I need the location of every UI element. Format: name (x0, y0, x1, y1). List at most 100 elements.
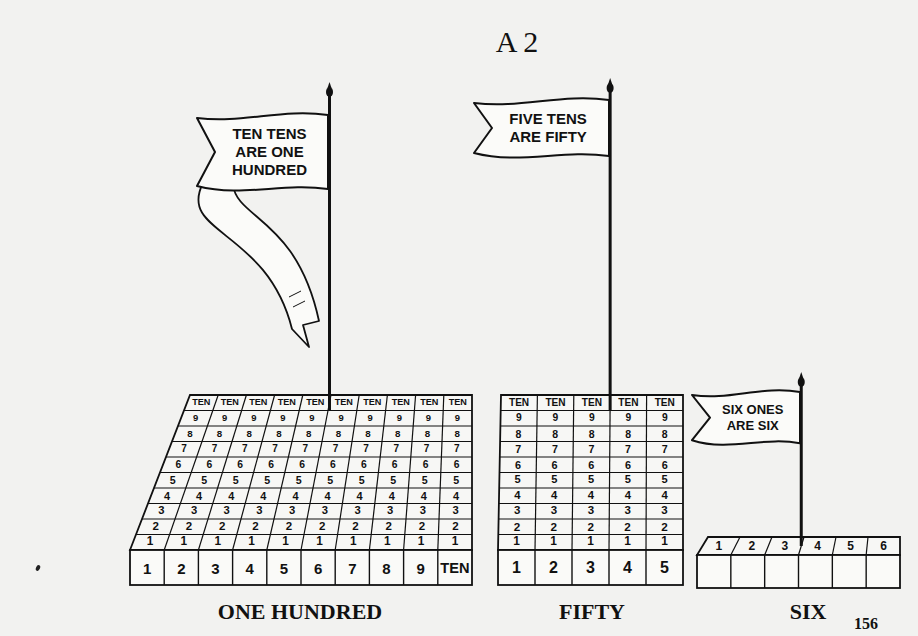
grid-number: 7 (454, 444, 460, 454)
grid-number: 9 (309, 414, 314, 423)
grid-number: 4 (325, 490, 331, 501)
grid-number: 4 (357, 490, 363, 501)
block-caption: SIX (790, 601, 827, 623)
grid-number: 4 (814, 540, 821, 552)
grid-line (832, 537, 836, 555)
grid-number: 6 (515, 459, 521, 470)
grid-number: 5 (390, 475, 396, 486)
grid-line (500, 425, 683, 426)
grid-number: 2 (386, 521, 392, 533)
grid-number: 8 (187, 429, 192, 439)
pole-tip (608, 78, 612, 84)
grid-number: 1 (587, 536, 594, 548)
grid-number: 8 (662, 429, 668, 440)
block-front (130, 550, 472, 585)
grid-number: 7 (552, 444, 558, 455)
grid-number: 2 (286, 521, 292, 533)
grid-number: TEN (221, 398, 239, 407)
grid-number: TEN (335, 398, 353, 407)
grid-number: 3 (191, 506, 197, 517)
grid-number: 6 (361, 460, 367, 470)
grid-number: 9 (338, 414, 343, 423)
grid-number: 2 (252, 521, 258, 533)
grid-number: 1 (350, 536, 357, 548)
grid-number: TEN (449, 398, 467, 407)
grid-line (865, 555, 866, 588)
grid-number: 9 (426, 414, 431, 423)
grid-number: 6 (662, 459, 668, 470)
grid-number: 5 (359, 475, 365, 486)
face-number: 9 (417, 560, 425, 575)
grid-number: 8 (247, 429, 252, 439)
grid-number: 6 (299, 460, 305, 470)
grid-number: 7 (662, 444, 668, 455)
grid-number: 5 (847, 540, 854, 552)
grid-number: 4 (421, 490, 427, 501)
grid-number: 3 (453, 506, 459, 517)
face-number: TEN (440, 560, 469, 575)
grid-line (499, 518, 683, 519)
grid-number: 1 (214, 536, 221, 548)
grid-number: 7 (363, 444, 369, 454)
grid-number: 6 (268, 460, 274, 470)
grid-number: 3 (420, 506, 426, 517)
grid-line (163, 550, 164, 585)
grid-number: 9 (552, 413, 558, 423)
grid-number: 4 (551, 490, 557, 501)
face-number: 2 (549, 560, 558, 576)
block-caption: FIFTY (559, 601, 625, 623)
grid-number: 1 (248, 536, 255, 548)
grid-number: TEN (582, 398, 602, 408)
grid-number: 3 (781, 540, 788, 552)
grid-number: 6 (588, 459, 594, 470)
grid-line (501, 410, 683, 411)
grid-number: 5 (327, 475, 333, 486)
grid-number: 3 (387, 506, 393, 517)
grid-number: 7 (333, 444, 339, 454)
flag-banner: SIX ONES ARE SIX (692, 392, 800, 443)
grid-line (498, 534, 683, 535)
grid-number: TEN (655, 398, 675, 408)
grid-number: 5 (453, 475, 459, 486)
grid-line (403, 550, 404, 585)
grid-line (148, 503, 472, 504)
grid-number: 9 (222, 414, 227, 423)
grid-number: 7 (515, 444, 521, 455)
grid-number: 3 (289, 506, 295, 517)
grid-number: TEN (545, 398, 565, 408)
face-number: 2 (177, 560, 185, 575)
block-top (697, 537, 900, 555)
grid-number: 7 (272, 444, 278, 454)
grid-line (571, 550, 572, 585)
grid-number: 3 (158, 506, 164, 517)
face-number: 7 (348, 560, 356, 575)
grid-number: 6 (237, 460, 243, 470)
grid-number: 2 (749, 540, 756, 552)
grid-number: 8 (625, 429, 631, 440)
grid-number: 3 (661, 506, 667, 518)
grid-number: 8 (552, 429, 558, 440)
grid-number: 7 (181, 444, 187, 454)
grid-number: 1 (418, 536, 425, 548)
grid-number: 6 (625, 459, 631, 470)
page-number: 156 (854, 616, 878, 632)
flag-tail (198, 183, 319, 347)
grid-number: 7 (588, 444, 594, 455)
grid-line (369, 550, 370, 585)
face-number: 6 (314, 560, 322, 575)
page-title: A 2 (496, 27, 539, 57)
grid-number: 4 (625, 490, 631, 501)
grid-number: 4 (260, 490, 266, 501)
grid-number: 6 (423, 460, 429, 470)
grid-number: 9 (625, 413, 631, 423)
grid-number: 6 (552, 459, 558, 470)
grid-number: 6 (206, 460, 212, 470)
grid-number: 8 (217, 429, 222, 439)
grid-line (500, 456, 683, 457)
grid-line (232, 550, 233, 585)
grid-number: 1 (181, 536, 188, 548)
grid-number: 9 (516, 413, 522, 423)
grid-number: 2 (186, 521, 192, 533)
grid-number: 3 (256, 506, 262, 517)
face-number: 3 (211, 560, 219, 575)
